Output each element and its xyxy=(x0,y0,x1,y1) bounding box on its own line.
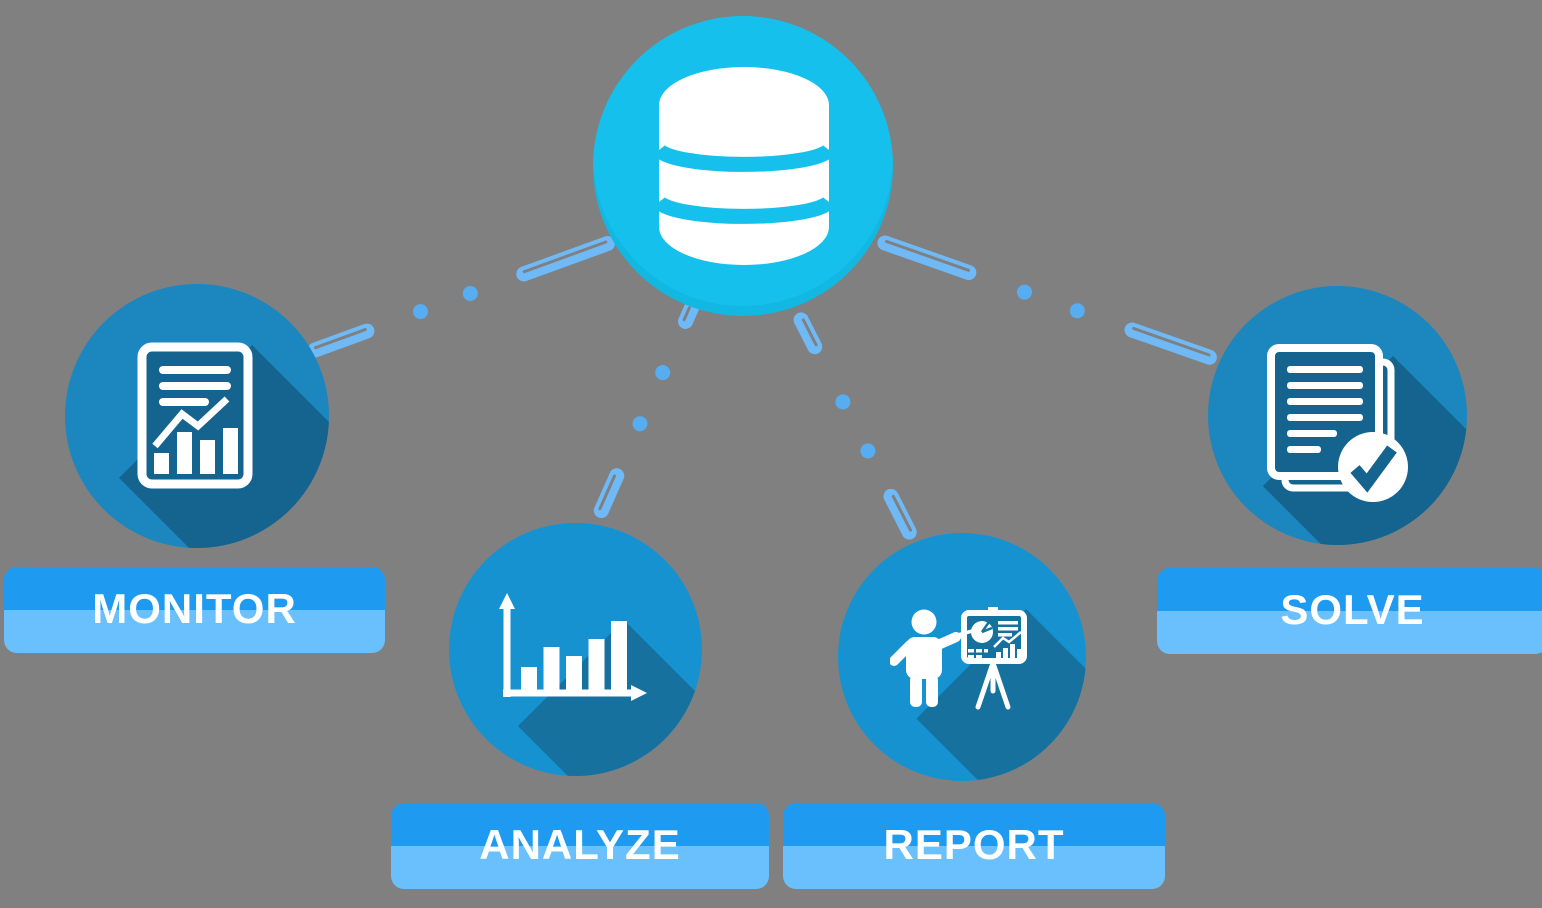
connector-dash xyxy=(1122,319,1220,367)
banner-label-report: REPORT xyxy=(883,821,1065,868)
node-circle-report xyxy=(838,533,1086,781)
connector-dot xyxy=(652,362,673,383)
banner-solve: SOLVE xyxy=(1157,568,1542,654)
banner-label-analyze: ANALYZE xyxy=(479,821,681,868)
connector-dash xyxy=(875,232,979,282)
connector-dot xyxy=(460,283,480,303)
hub-circle-database xyxy=(593,16,893,316)
banner-analyze: ANALYZE xyxy=(391,803,769,889)
banner-monitor: MONITOR xyxy=(4,567,385,653)
banner-label-monitor: MONITOR xyxy=(92,585,297,632)
connector-dash xyxy=(305,321,377,360)
connector-dot xyxy=(833,391,854,412)
connector-hub-monitor xyxy=(305,232,621,360)
connector-hub-report xyxy=(783,293,922,545)
bar-chart-axes-icon xyxy=(499,593,647,701)
node-circle-analyze xyxy=(449,523,702,776)
banner-report: REPORT xyxy=(783,803,1165,889)
connector-dash xyxy=(590,465,627,521)
connector-dash xyxy=(514,233,617,284)
connector-hub-analyze xyxy=(590,284,708,523)
connector-dot xyxy=(1015,282,1035,302)
connector-dot xyxy=(1067,300,1088,320)
document-chart-icon xyxy=(137,342,253,489)
connector-dot xyxy=(629,413,650,434)
connector-hub-solve xyxy=(875,232,1220,367)
node-circle-monitor xyxy=(65,284,329,548)
node-circle-solve xyxy=(1208,286,1467,545)
connector-dash xyxy=(791,309,826,357)
document-checkmark-icon xyxy=(1267,344,1408,502)
connector-dash xyxy=(881,486,920,542)
database-icon xyxy=(656,67,832,265)
connector-dot xyxy=(410,301,430,321)
banner-label-solve: SOLVE xyxy=(1280,586,1425,633)
presenter-easel-icon xyxy=(890,607,1027,710)
connector-dot xyxy=(858,440,879,461)
